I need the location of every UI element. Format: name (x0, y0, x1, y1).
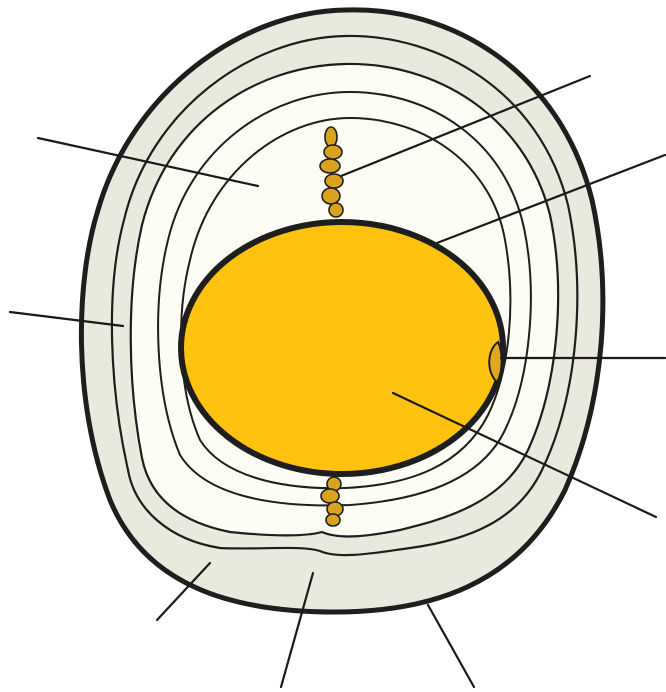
yolk (181, 222, 503, 474)
leader-line-shell (428, 605, 474, 687)
